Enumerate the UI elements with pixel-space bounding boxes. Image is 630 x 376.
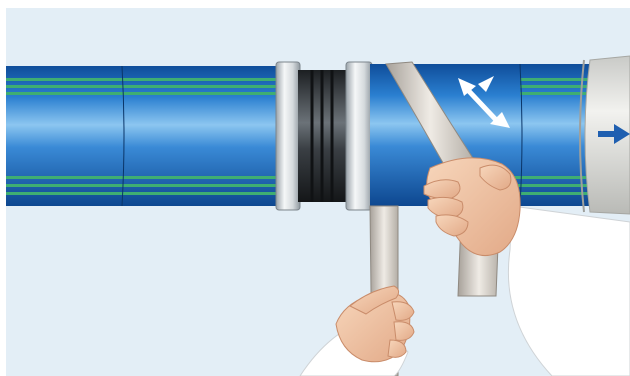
pipe-stripes-bottom xyxy=(6,176,278,195)
pipe-stripes-top xyxy=(6,78,278,95)
steel-band-right xyxy=(346,62,372,210)
steel-band-left xyxy=(276,62,300,210)
pipe-stripes-top-right xyxy=(520,78,590,95)
pipe-coupling xyxy=(276,62,372,210)
left-pipe-section xyxy=(6,66,278,206)
